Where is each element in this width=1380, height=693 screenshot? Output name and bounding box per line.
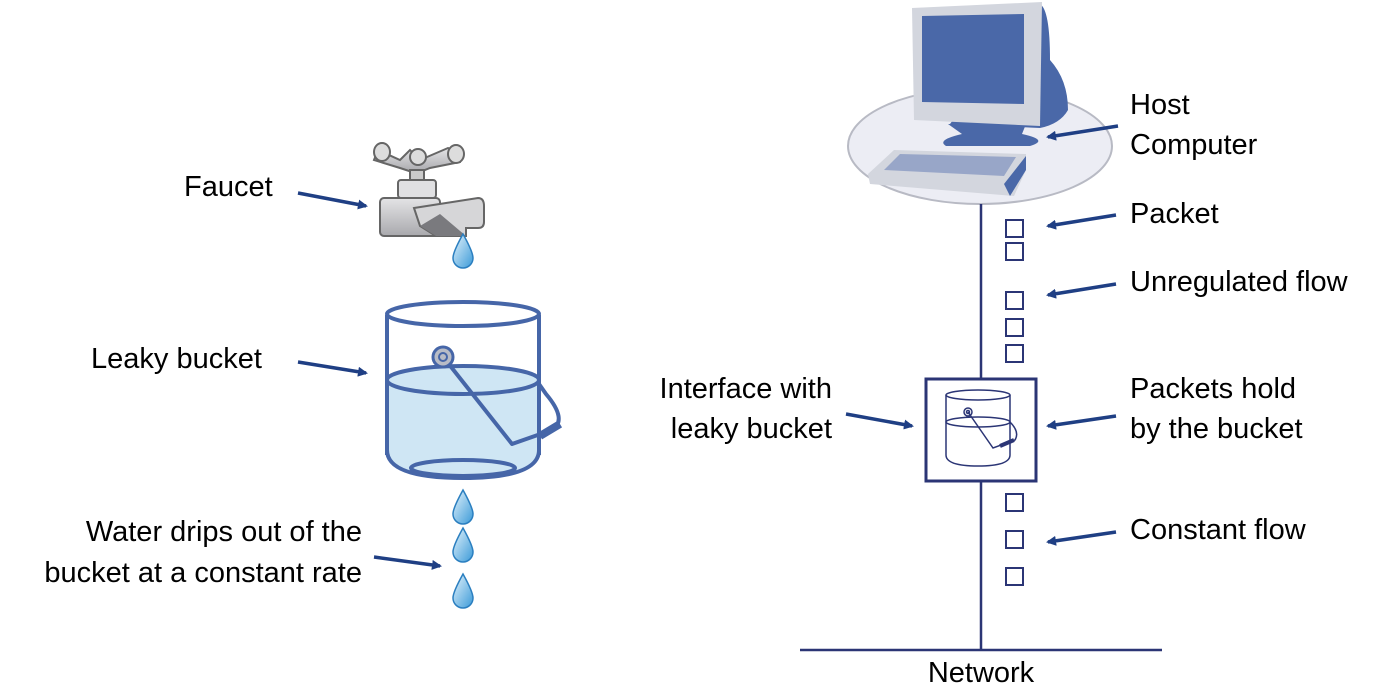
packet-label: Packet (1130, 198, 1219, 230)
packet-square (1005, 291, 1024, 310)
faucet-arrow (297, 191, 368, 210)
packet-square (1005, 567, 1024, 586)
packet-square (1005, 344, 1024, 363)
hold-label-line2: by the bucket (1130, 413, 1303, 445)
hold-arrow (1046, 414, 1117, 430)
unregulated-arrow (1046, 282, 1117, 299)
host-label-line1: Host (1130, 89, 1190, 121)
host-label-line2: Computer (1130, 129, 1258, 161)
constant-flow-label: Constant flow (1130, 514, 1306, 546)
water-drip-icon-2 (452, 526, 474, 563)
interface-label-line1: Interface with (659, 373, 832, 405)
packet-square (1005, 493, 1024, 512)
hold-label-line1: Packets hold (1130, 373, 1297, 405)
mini-bucket-icon (945, 389, 1018, 467)
water-drip-icon-3 (452, 572, 474, 609)
packets-constant (1005, 493, 1024, 586)
packet-square (1005, 219, 1024, 238)
unregulated-flow-label: Unregulated flow (1130, 266, 1348, 298)
host-computer-icon (847, 2, 1113, 205)
network-label: Network (927, 657, 1035, 689)
faucet-icon (372, 142, 485, 237)
faucet-label: Faucet (184, 171, 273, 203)
drips-label-line2: bucket at a constant rate (44, 557, 362, 589)
bucket-arrow (297, 360, 368, 377)
leaky-bucket-label: Leaky bucket (91, 343, 262, 375)
packet-square (1005, 318, 1024, 337)
packet-square (1005, 242, 1024, 261)
interface-label-line2: leaky bucket (670, 413, 832, 445)
packets-unregulated (1005, 219, 1024, 363)
host-arrow (1046, 124, 1119, 141)
drips-label-line1: Water drips out of the (85, 516, 362, 548)
packet-square (1005, 530, 1024, 549)
interface-box (924, 377, 1038, 483)
leaky-bucket-icon (385, 300, 563, 481)
interface-arrow (845, 412, 914, 430)
constant-arrow (1046, 530, 1117, 546)
packet-arrow (1046, 213, 1117, 230)
water-drip-icon-1 (452, 488, 474, 525)
water-drop-icon (452, 232, 474, 269)
drips-arrow (373, 555, 442, 570)
